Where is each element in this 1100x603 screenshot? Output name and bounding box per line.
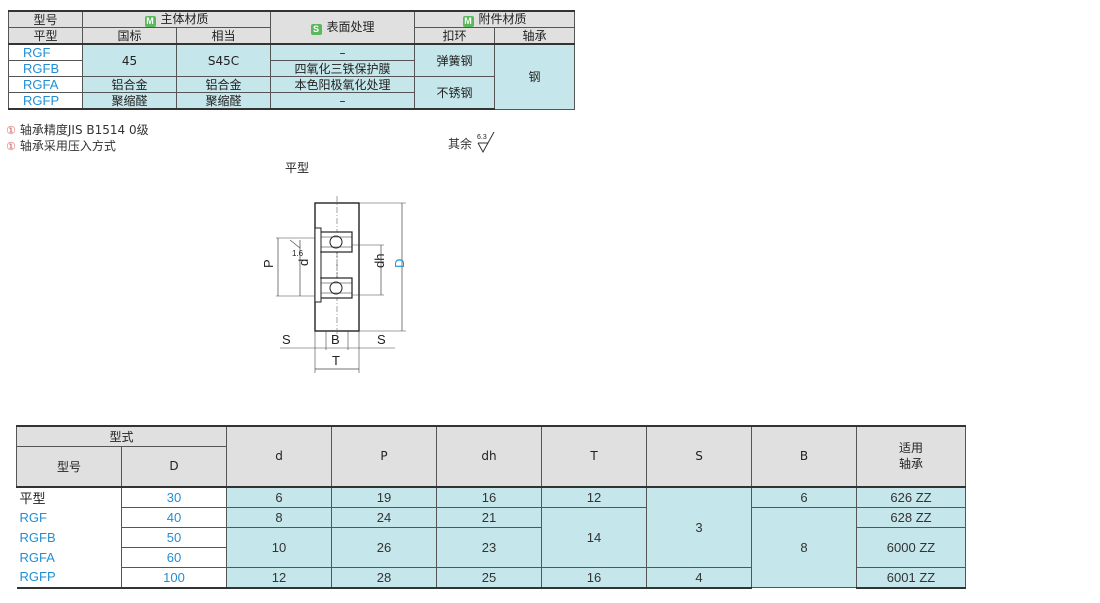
- mat-ring-stainless: 不锈钢: [414, 76, 496, 110]
- dim-d-value: 12: [226, 566, 333, 589]
- mat-eq-aluminum: 铝合金: [175, 76, 272, 93]
- dim-header-s: S: [646, 425, 753, 488]
- dim-D-value: 60: [120, 546, 228, 568]
- mat-code: RGF: [8, 43, 83, 61]
- mat-header-type: 型号: [8, 10, 83, 28]
- dim-D-value: 30: [120, 486, 228, 508]
- dim-t-value: 12: [541, 486, 648, 508]
- drawing-title: 平型: [285, 161, 309, 175]
- mat-gb-aluminum: 铝合金: [82, 76, 177, 93]
- dim-b-value: 8: [751, 506, 858, 588]
- svg-text:S: S: [282, 332, 291, 347]
- svg-text:T: T: [332, 353, 340, 368]
- dim-bearing-value: 6000 ZZ: [856, 526, 967, 568]
- dim-p-value: 19: [331, 486, 438, 508]
- material-m-icon: M: [144, 16, 156, 27]
- mat-gb-pom: 聚缩醛: [82, 92, 177, 110]
- dimension-table: 型式 d P dh T S B 适用轴承 型号 D 平型 30 6 19 16 …: [15, 425, 967, 589]
- dim-D-value: 50: [120, 526, 228, 548]
- mat-header-bearing: 轴承: [494, 27, 576, 45]
- dim-label: RGFB: [16, 527, 122, 547]
- dim-dh-value: 25: [436, 566, 543, 589]
- svg-text:1.6: 1.6: [292, 249, 304, 258]
- dim-bearing-value: 628 ZZ: [856, 506, 967, 528]
- dim-header-b: B: [751, 425, 858, 488]
- svg-text:D: D: [392, 259, 407, 268]
- surface-s-icon: S: [310, 24, 322, 35]
- dim-header-dh: dh: [436, 425, 543, 488]
- svg-text:dh: dh: [372, 254, 387, 268]
- mat-header-equiv: 相当: [175, 27, 272, 45]
- svg-text:S: S: [377, 332, 386, 347]
- mat-surface-black-oxide: 四氧化三铁保护膜: [270, 60, 416, 77]
- dim-header-t: T: [541, 425, 648, 488]
- dim-t-value: 16: [541, 566, 648, 589]
- dim-label: RGF: [16, 507, 122, 527]
- dim-p-value: 26: [331, 526, 438, 568]
- dim-d-value: 10: [226, 526, 333, 568]
- note-mark-icon: ①: [6, 124, 16, 137]
- dim-header-d: d: [226, 425, 333, 488]
- dim-D-value: 40: [120, 506, 228, 528]
- svg-text:P: P: [261, 259, 276, 268]
- dim-b-value: 6: [751, 486, 858, 508]
- dim-bearing-value: 626 ZZ: [856, 486, 967, 508]
- dim-p-value: 24: [331, 506, 438, 528]
- mat-header-gb: 国标: [82, 27, 177, 45]
- dim-t-value: 14: [541, 506, 648, 568]
- dim-header-bearing: 适用轴承: [856, 425, 967, 488]
- technical-drawing: 平型 P d 1.6 dh D S B S T: [261, 161, 407, 373]
- dim-dh-value: 21: [436, 506, 543, 528]
- mat-code: RGFP: [8, 92, 83, 110]
- dim-header-p: P: [331, 425, 438, 488]
- svg-text:d: d: [296, 259, 311, 266]
- material-m-icon: M: [462, 16, 474, 27]
- dim-p-value: 28: [331, 566, 438, 589]
- dim-d-value: 6: [226, 486, 333, 508]
- mat-surface-none: –: [270, 43, 416, 61]
- surface-roughness-icon: 6.3: [477, 131, 495, 154]
- mat-code: RGFA: [8, 76, 83, 93]
- dim-s-value: 3: [646, 486, 753, 568]
- dim-label: 平型: [16, 486, 122, 507]
- mat-surface-none: –: [270, 92, 416, 110]
- dim-s-value: 4: [646, 566, 753, 589]
- mat-header-flat: 平型: [8, 27, 83, 45]
- dim-d-value: 8: [226, 506, 333, 528]
- dim-dh-value: 16: [436, 486, 543, 508]
- dim-dh-value: 23: [436, 526, 543, 568]
- svg-text:B: B: [331, 332, 340, 347]
- dim-bearing-value: 6001 ZZ: [856, 566, 967, 589]
- dim-D-value: 100: [120, 566, 228, 589]
- roughness-note: 其余 6.3: [448, 131, 516, 154]
- mat-surface-anodize: 本色阳极氧化处理: [270, 76, 416, 93]
- mat-ring-spring: 弹簧钢: [414, 43, 496, 77]
- mat-gb-45: 45: [82, 43, 177, 77]
- dim-header-model: 型式: [15, 425, 228, 447]
- note-mark-icon: ①: [6, 140, 16, 153]
- mat-eq-s45c: S45C: [175, 43, 272, 77]
- dim-header-type: 型号: [16, 446, 122, 488]
- mat-eq-pom: 聚缩醛: [175, 92, 272, 110]
- mat-bearing-steel: 钢: [494, 43, 576, 110]
- mat-header-ring: 扣环: [414, 27, 496, 45]
- svg-text:6.3: 6.3: [477, 134, 487, 141]
- dim-header-D: D: [120, 446, 228, 488]
- mat-code: RGFB: [8, 60, 83, 77]
- dim-label: RGFA: [16, 547, 122, 567]
- dim-label: RGFP: [16, 567, 122, 589]
